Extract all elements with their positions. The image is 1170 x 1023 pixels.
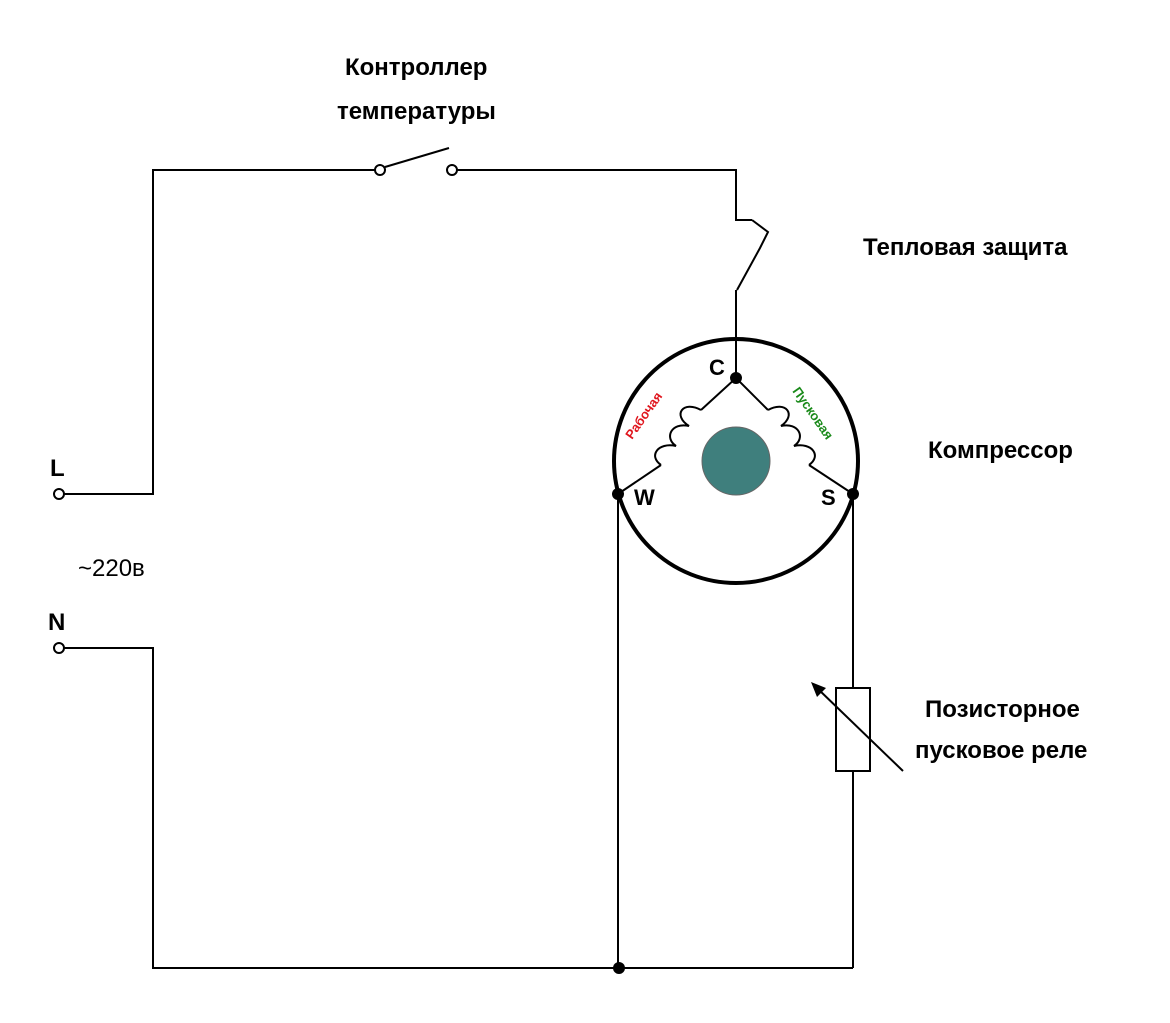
temperature-controller-switch [374,147,458,176]
terminal-N-label: N [48,609,65,636]
voltage-label: ~220в [78,555,145,582]
wire-N-return [62,647,853,969]
terminal-L [53,488,65,500]
thermal-protection [735,219,770,378]
pin-S-label: S [821,485,836,510]
node-bottom [613,962,625,974]
compressor [612,337,860,585]
winding-start-label: Пусковая [790,384,837,442]
terminal-N [53,642,65,654]
pin-C-label: C [709,355,725,380]
pin-W-label: W [634,485,655,510]
ptc-start-relay [811,682,904,772]
terminal-L-label: L [50,455,65,482]
temp-controller-label-line1: Контроллер [345,54,487,81]
thermal-protection-label: Тепловая защита [863,234,1068,261]
wire-L-to-controller [62,169,375,495]
temp-controller-label-line2: температуры [337,98,496,125]
winding-run [617,377,737,495]
wire-controller-to-protection [457,169,752,221]
ptc-relay-label-line2: пусковое реле [915,737,1087,764]
ptc-relay-label-line1: Позисторное [925,696,1080,723]
node-C [730,372,742,384]
winding-run-label: Рабочая [622,389,665,442]
winding-start [735,377,854,495]
rotor [701,426,771,496]
compressor-label: Компрессор [928,437,1073,464]
